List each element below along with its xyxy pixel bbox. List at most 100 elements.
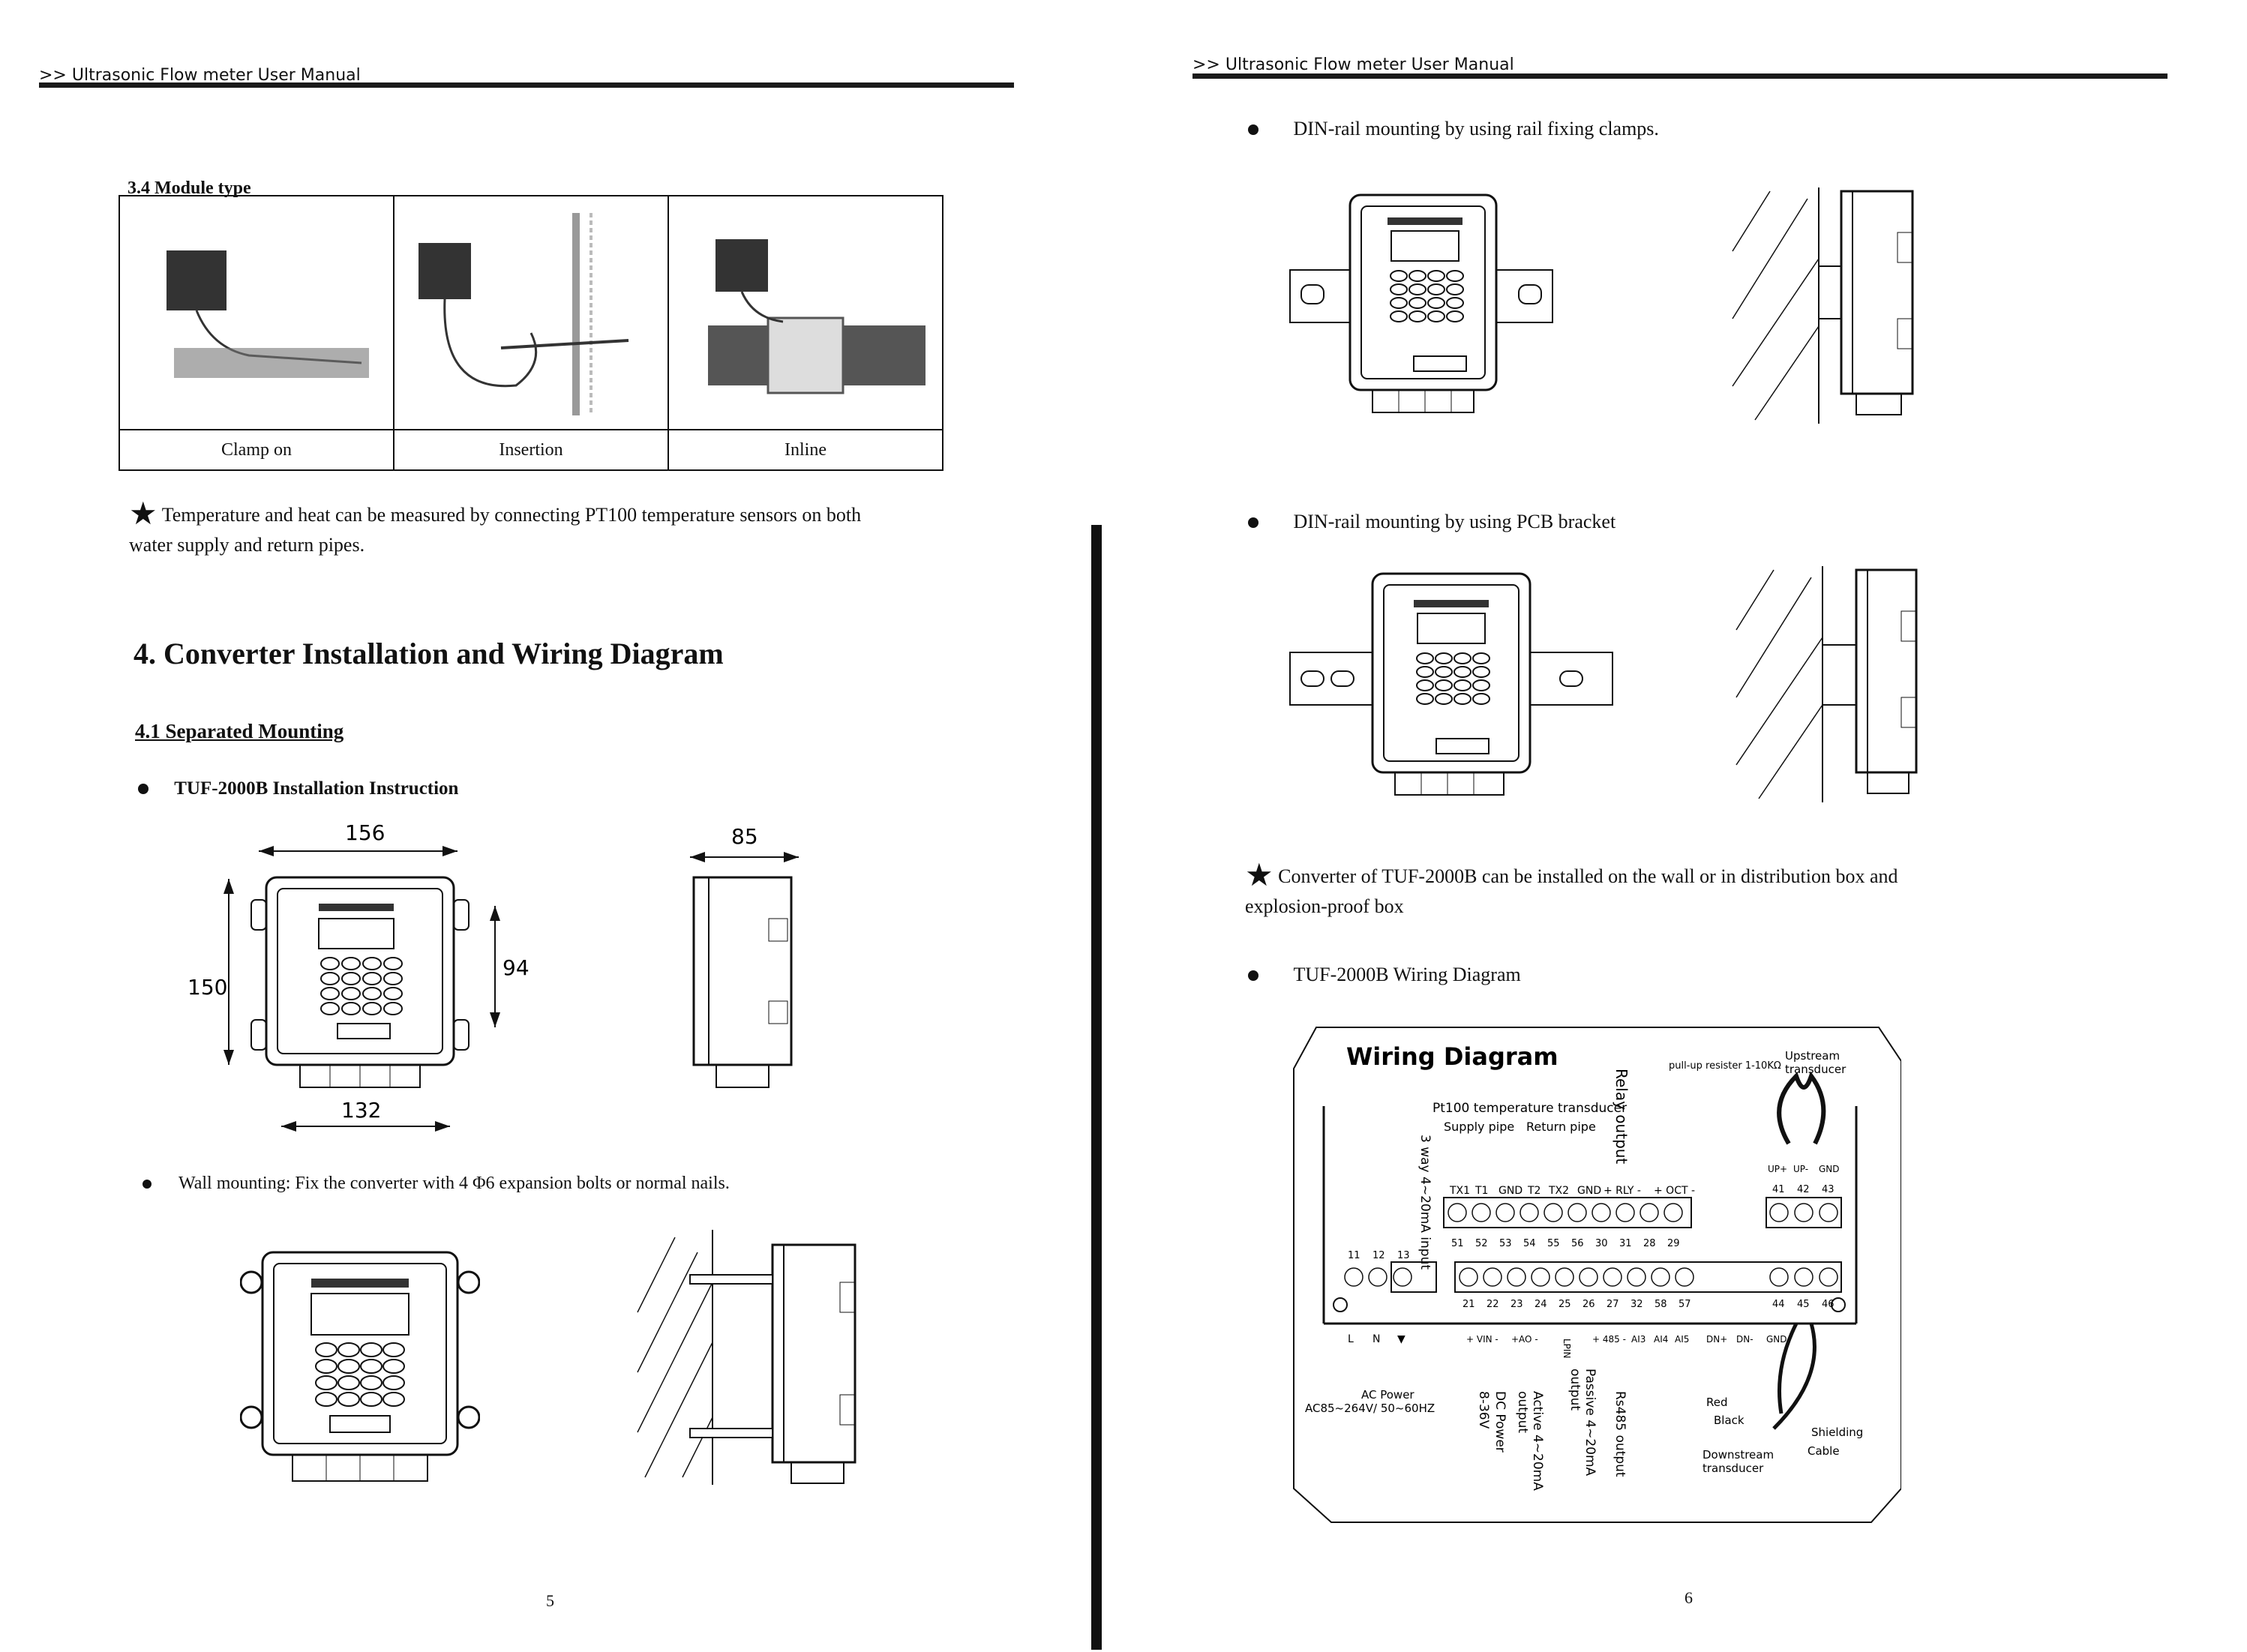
term-num-44: 44: [1772, 1299, 1785, 1310]
star-icon: ★: [129, 497, 158, 532]
term-num-26: 26: [1582, 1299, 1595, 1310]
term-num-54: 54: [1523, 1238, 1536, 1249]
dim-width-bottom: 132: [341, 1098, 381, 1123]
shielding-label: Shielding: [1811, 1426, 1863, 1439]
term-num-28: 28: [1643, 1238, 1656, 1249]
temperature-note: ★ Temperature and heat can be measured b…: [129, 497, 862, 556]
pullup-label: pull-up resister 1-10KΩ: [1669, 1060, 1781, 1072]
wiring-title: Wiring Diagram: [1346, 1042, 1558, 1071]
term-label-gnd2: GND: [1577, 1185, 1601, 1197]
term-num-11: 11: [1348, 1250, 1360, 1261]
term-label-gnd: GND: [1498, 1185, 1522, 1197]
term-num-55: 55: [1547, 1238, 1560, 1249]
passive-output-label: Passive 4~20mA: [1582, 1369, 1598, 1477]
converter-side-dimension-drawing: 85: [690, 824, 799, 1088]
dim-inner-height: 94: [502, 955, 530, 980]
bullet-icon: [1248, 124, 1258, 135]
term-num-22: 22: [1486, 1299, 1499, 1310]
active-output-suffix: output: [1515, 1391, 1530, 1433]
label-ao: +AO -: [1511, 1334, 1538, 1345]
insertion-photo: [418, 212, 629, 415]
clamp-on-image-cell: [118, 195, 394, 430]
clamp-on-photo: [166, 250, 369, 378]
din-clamp-front-drawing: [1289, 193, 1553, 413]
left-header-rule: [39, 82, 1014, 88]
chapter-4-title: 4. Converter Installation and Wiring Dia…: [134, 637, 724, 670]
module-label-inline: Inline: [668, 429, 944, 471]
wiring-bullet: TUF-2000B Wiring Diagram: [1248, 960, 1521, 990]
term-num-42: 42: [1797, 1184, 1810, 1195]
label-ground: ▼: [1397, 1333, 1406, 1345]
label-vin: + VIN -: [1466, 1334, 1498, 1345]
dc-range-label: 8-36V: [1476, 1391, 1491, 1429]
term-num-29: 29: [1667, 1238, 1680, 1249]
din-pcb-side-drawing: [1736, 566, 1918, 802]
term-num-32: 32: [1630, 1299, 1643, 1310]
label-485: + 485 -: [1592, 1334, 1626, 1345]
dim-height-left: 150: [188, 975, 227, 1000]
term-num-53: 53: [1499, 1238, 1512, 1249]
label-l: L: [1348, 1333, 1354, 1345]
term-num-46: 46: [1822, 1299, 1834, 1310]
star-icon: ★: [1245, 859, 1274, 893]
term-num-43: 43: [1822, 1184, 1834, 1195]
din-pcb-front-drawing: [1289, 572, 1613, 796]
pt100-label: Pt100 temperature transducer: [1432, 1101, 1627, 1116]
active-output-label: Active 4~20mA: [1530, 1391, 1545, 1491]
term-num-21: 21: [1462, 1299, 1475, 1310]
label-n: N: [1372, 1333, 1380, 1345]
cable-label: Cable: [1808, 1444, 1840, 1458]
input-4-20ma-label: 3 way 4~20mA input: [1418, 1135, 1432, 1270]
passive-output-suffix: output: [1568, 1369, 1582, 1411]
term-label-t2: T2: [1527, 1185, 1540, 1197]
wall-mount-bullet: Wall mounting: Fix the converter with 4 …: [142, 1168, 730, 1198]
din-pcb-bullet: DIN-rail mounting by using PCB bracket: [1248, 507, 1616, 537]
din-clamp-side-drawing: [1732, 187, 1914, 424]
label-ai5: AI5: [1675, 1334, 1689, 1345]
upstream-transducer-label: transducer: [1785, 1063, 1846, 1076]
term-num-52: 52: [1475, 1238, 1488, 1249]
supply-pipe-label: Supply pipe: [1444, 1120, 1514, 1134]
term-label-t1: T1: [1474, 1185, 1488, 1197]
downstream-label: Downstream: [1702, 1448, 1774, 1462]
insertion-image-cell: [393, 195, 669, 430]
inline-photo: [708, 238, 926, 394]
term-num-23: 23: [1510, 1299, 1523, 1310]
label-dn-gnd: GND: [1766, 1334, 1787, 1345]
term-num-51: 51: [1451, 1238, 1464, 1249]
term-num-12: 12: [1372, 1250, 1385, 1261]
term-num-41: 41: [1772, 1184, 1785, 1195]
term-num-30: 30: [1595, 1238, 1608, 1249]
bullet-icon: [138, 784, 148, 794]
red-wire-label: Red: [1706, 1396, 1728, 1409]
bullet-icon: [1248, 970, 1258, 981]
left-page-number: 5: [546, 1591, 554, 1610]
term-num-45: 45: [1797, 1299, 1810, 1310]
label-ai4: AI4: [1654, 1334, 1668, 1345]
term-label-up-gnd: GND: [1819, 1164, 1840, 1174]
module-label-insertion: Insertion: [393, 429, 669, 471]
term-label-tx2: TX2: [1548, 1185, 1569, 1197]
term-label-rly: + RLY -: [1604, 1185, 1641, 1197]
term-label-up-minus: UP-: [1793, 1164, 1808, 1174]
term-num-57: 57: [1678, 1299, 1691, 1310]
right-header-rule: [1192, 73, 2168, 79]
term-num-25: 25: [1558, 1299, 1571, 1310]
inline-image-cell: [668, 195, 944, 430]
term-num-27: 27: [1606, 1299, 1619, 1310]
right-page-number: 6: [1684, 1588, 1693, 1607]
term-num-56: 56: [1571, 1238, 1584, 1249]
section-3-4-heading: 3.4 Module type: [128, 178, 251, 198]
bullet-icon: [142, 1180, 152, 1189]
label-ai3: AI3: [1631, 1334, 1646, 1345]
module-label-clamp-on: Clamp on: [118, 429, 394, 471]
downstream-transducer-label: transducer: [1702, 1462, 1764, 1475]
left-running-header: >> Ultrasonic Flow meter User Manual: [39, 66, 361, 85]
term-label-oct: + OCT -: [1654, 1185, 1695, 1197]
term-num-58: 58: [1654, 1299, 1667, 1310]
wall-mount-side-drawing: [637, 1230, 856, 1485]
ac-power-label: AC Power: [1361, 1388, 1414, 1402]
upstream-label: Upstream: [1785, 1049, 1840, 1063]
term-num-13: 13: [1397, 1250, 1410, 1261]
dim-width-top: 156: [345, 820, 385, 845]
